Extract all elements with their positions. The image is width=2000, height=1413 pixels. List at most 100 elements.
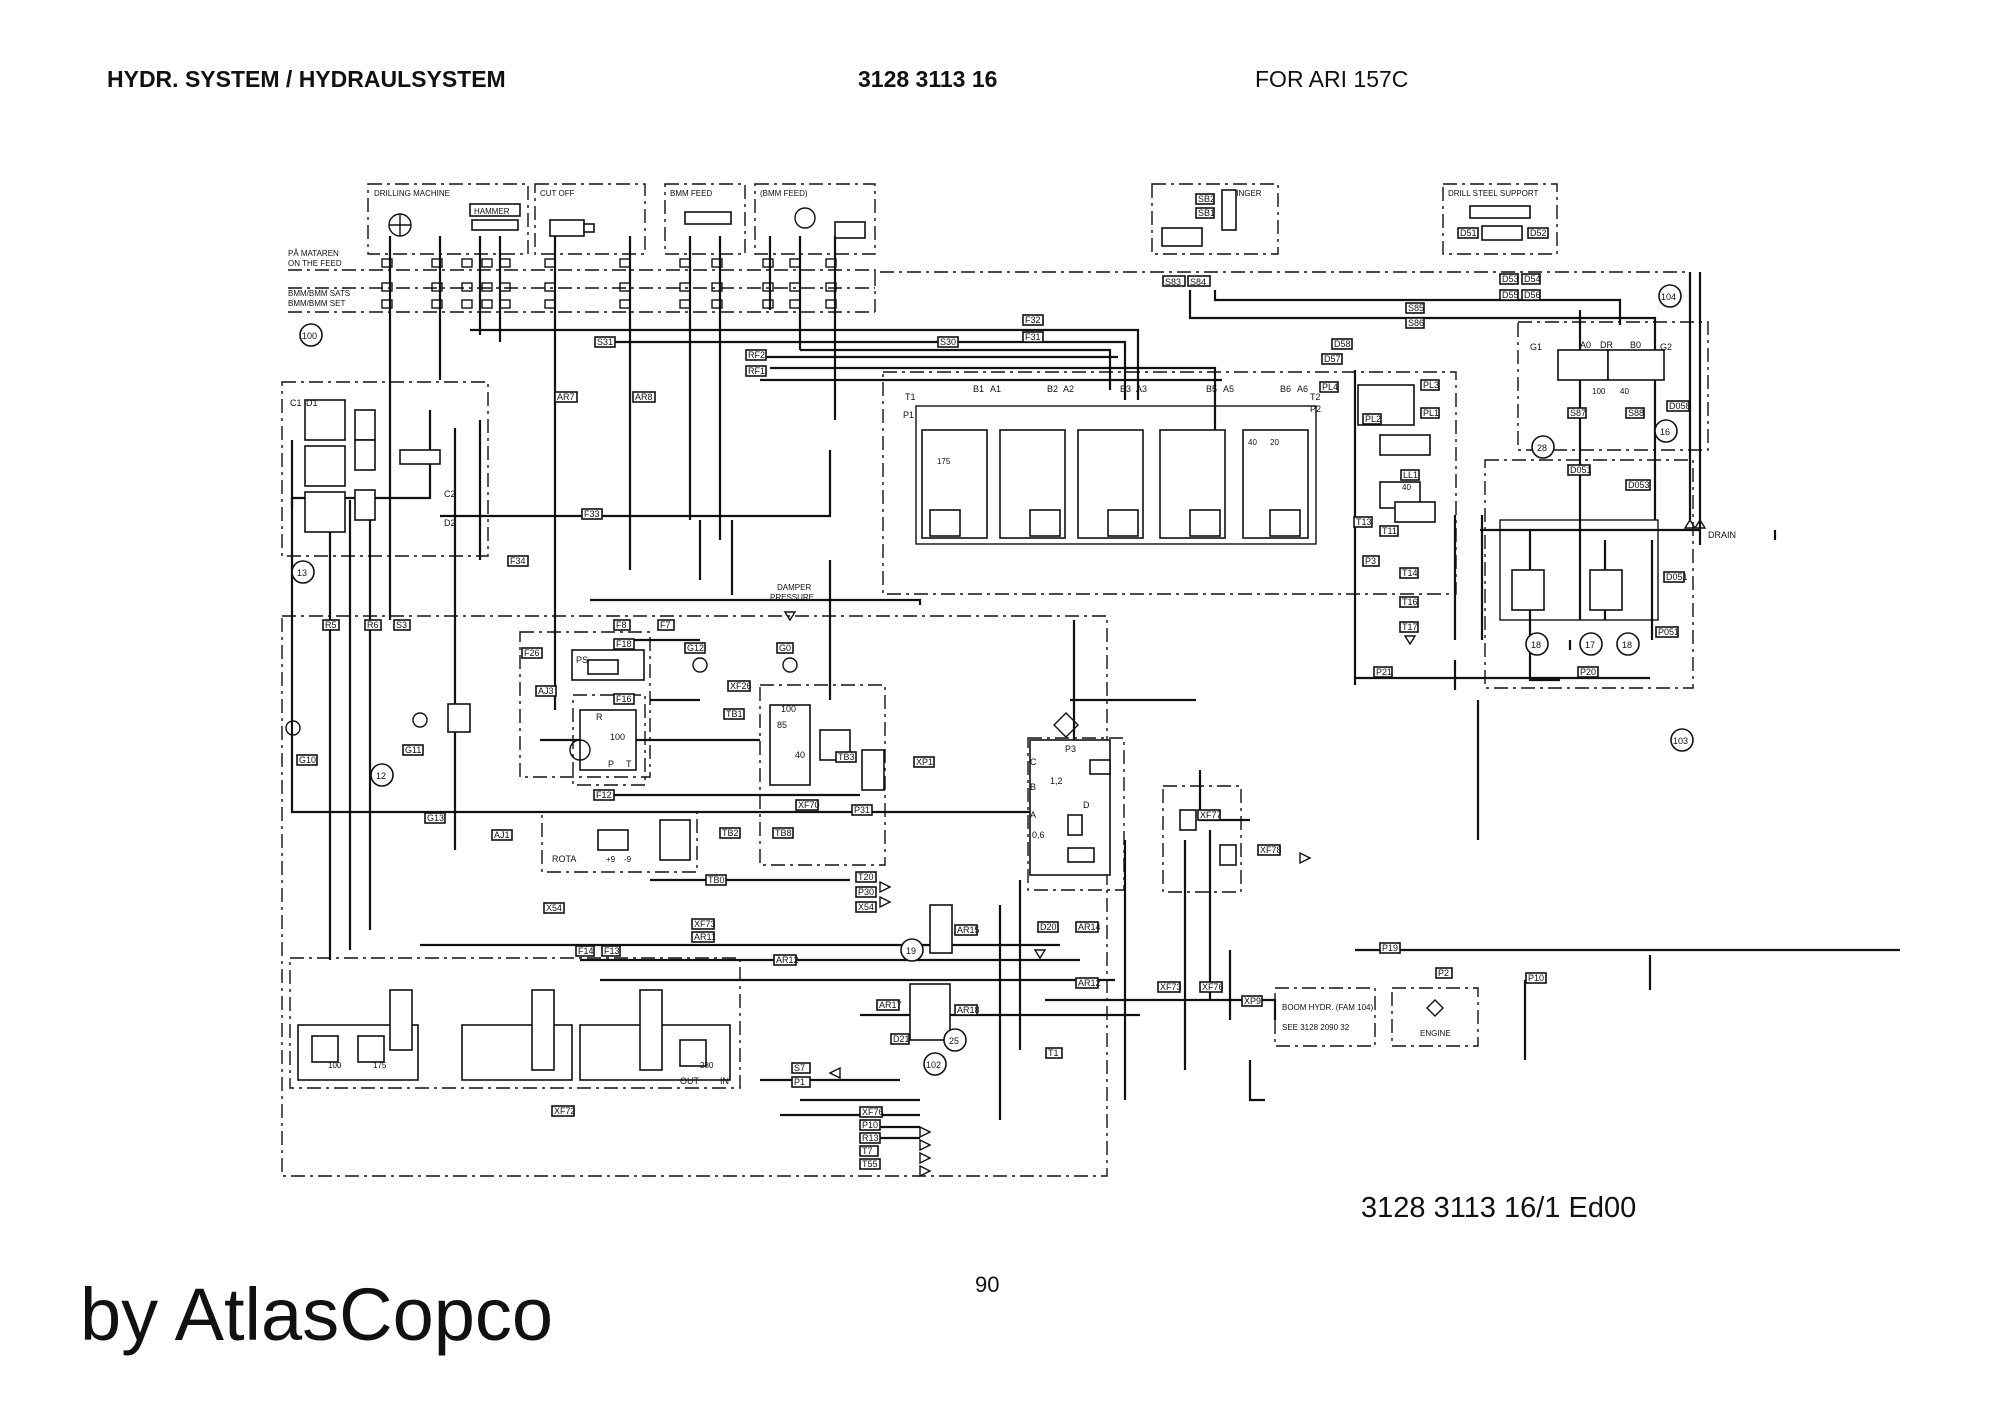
value-40c: 40 [1620,387,1629,396]
port-d2: D2 [444,518,456,528]
tag-s31: S31 [597,337,613,347]
tag-s3: S3 [396,620,407,630]
port-c1: C1 [290,398,302,408]
callout-18b: 18 [1622,640,1632,650]
port-c2: C2 [444,489,456,499]
port-a6: A6 [1297,384,1308,394]
tag-pl2: PL2 [1365,414,1381,424]
engine-label: ENGINE [1420,1029,1451,1038]
row-label-on-feed-2: ON THE FEED [288,259,342,268]
tag-xf76b: XF76 [1202,982,1224,992]
tag-ar15: AR15 [957,925,980,935]
tag-tb8: TB8 [775,828,792,838]
value-40: 40 [795,750,805,760]
port-a5: A5 [1223,384,1234,394]
port-a: A [1030,810,1036,820]
tag-aj3: AJ3 [538,686,554,696]
port-t2: T2 [1310,392,1321,402]
row-label-bmm-set-1: BMM/BMM SATS [288,289,350,298]
row-label-bmm-set-2: BMM/BMM SET [288,299,345,308]
control-valve-bank: T1 B1 A1 B2 A2 B3 A3 B5 A5 B6 A6 T2 P2 P… [882,371,1457,595]
tag-pl4: PL4 [1322,382,1338,392]
tag-xp9: XP9 [1244,996,1261,1006]
boom-label-2: SEE 3128 2090 32 [1282,1023,1350,1032]
feed-rows: PÅ MATAREN ON THE FEED BMM/BMM SATS BMM/… [288,249,1690,313]
value-175: 175 [937,457,951,466]
boom-label-1: BOOM HYDR. (FAM 104) [1282,1003,1373,1012]
tag-f14: F14 [578,946,594,956]
tag-ar18: AR18 [957,1005,980,1015]
value-100b: 100 [781,704,796,714]
tag-s86: S86 [1408,318,1424,328]
port-d1: D1 [306,398,318,408]
callout-13: 13 [297,568,307,578]
cut-off-label: CUT OFF [540,189,575,198]
tag-d56: D56 [1524,290,1541,300]
tag-g0: G0 [779,643,791,653]
tag-f26: F26 [524,648,540,658]
port-p: P [608,759,614,769]
tag-ar11: AR11 [694,932,716,942]
tag-tb2: TB2 [722,828,739,838]
port-b3: B3 [1120,384,1131,394]
value-100c: 100 [1592,387,1606,396]
tag-g12: G12 [687,643,704,653]
port-r: R [596,712,603,722]
value-12: 1,2 [1050,776,1063,786]
port-b5: B5 [1206,384,1217,394]
tag-xp1: XP1 [916,757,933,767]
model-reference: FOR ARI 157C [1255,66,1409,92]
tag-t1: T1 [1048,1048,1059,1058]
port-a0: A0 [1580,340,1591,350]
tag-f32: F32 [1025,315,1041,325]
port-t1: T1 [905,392,916,402]
drill-steel-support-label: DRILL STEEL SUPPORT [1448,189,1539,198]
callout-25: 25 [949,1036,959,1046]
tag-ar14: AR14 [1078,922,1101,932]
flow-arrows [783,611,1417,1178]
tag-d54: D54 [1524,274,1541,284]
tag-d57: D57 [1324,354,1341,364]
callout-19: 19 [906,946,916,956]
port-b0: B0 [1630,340,1641,350]
tag-d52: D52 [1530,228,1547,238]
port-a3: A3 [1136,384,1147,394]
footer-reference: 3128 3113 16/1 Ed00 [1361,1192,1637,1224]
callout-102: 102 [926,1060,941,1070]
tag-d58: D58 [1334,339,1351,349]
callout-100: 100 [302,331,317,341]
tag-ar12: AR12 [776,955,799,965]
rota-label: ROTA [552,854,576,864]
tag-xf73: XF73 [694,919,716,929]
damper-label-1: DAMPER [777,583,811,592]
tag-d051: D051 [1570,465,1592,475]
tag-xf73b: XF73 [1160,982,1182,992]
tag-pl1: PL1 [1423,408,1439,418]
tag-s87: S87 [1570,408,1586,418]
tag-x54: X54 [546,903,562,913]
in-label: IN [720,1076,729,1086]
callout-16: 16 [1660,427,1670,437]
row-label-on-feed-1: PÅ MATAREN [288,249,339,258]
port-ps: PS [576,655,588,665]
tag-g11: G11 [405,745,421,755]
valve-block-17-18: DRAIN [1480,459,1777,689]
tag-ll1: LL1 [1403,470,1418,480]
tag-d058: D058 [1669,401,1691,411]
port-dr: DR [1600,340,1613,350]
port-p3: P3 [1065,744,1076,754]
port-b2: B2 [1047,384,1058,394]
tag-t17: T17 [1402,622,1418,632]
tag-p19: P19 [1382,943,1398,953]
tag-s84: S84 [1190,277,1206,287]
tag-r5: R5 [325,620,337,630]
tag-f8: F8 [616,620,627,630]
tag-tb3: TB3 [838,752,855,762]
top-components: DRILLING MACHINE HAMMER CUT OFF BMM FEED… [367,183,1558,255]
port-p1: P1 [903,410,914,420]
value-40d: 40 [1248,438,1257,447]
tag-f18: F18 [616,639,632,649]
callout-103: 103 [1673,736,1688,746]
tag-p20: P20 [1580,667,1596,677]
